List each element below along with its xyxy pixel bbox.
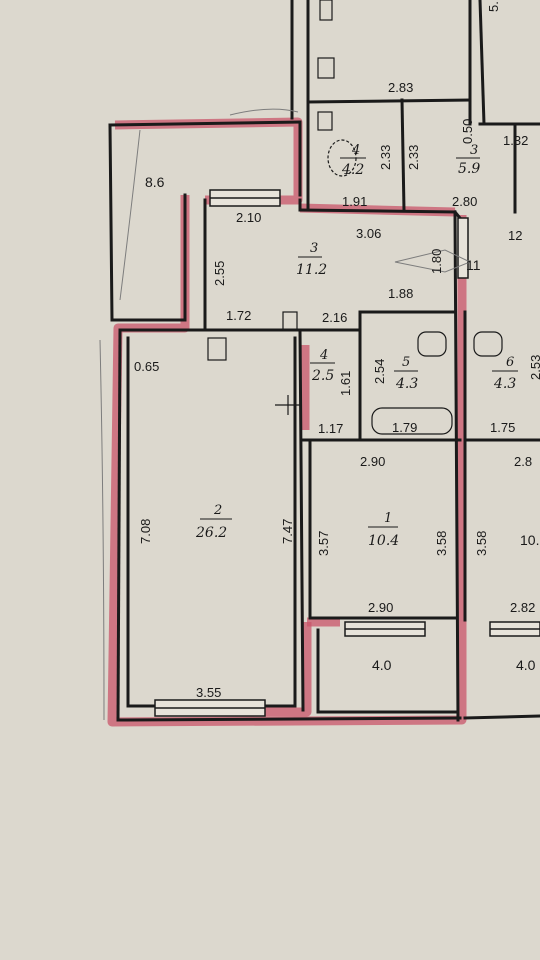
riser-top-icon — [319, 0, 333, 21]
walls — [108, 0, 540, 722]
dim-1-75: 1.75 — [490, 420, 515, 435]
dim-2-8-right: 2.8 — [514, 454, 532, 469]
room-area-top-hall: 5.9 — [458, 161, 480, 177]
dim-2-33-a: 2.33 — [378, 145, 393, 170]
room-area-kitchen: 10.4 — [368, 533, 399, 549]
sink-right-icon — [473, 331, 503, 357]
dim-3-06: 3.06 — [356, 226, 381, 241]
dim-3-57: 3.57 — [316, 531, 331, 556]
dim-2-90-top: 2.90 — [360, 454, 385, 469]
dim-5-top: 5. — [486, 1, 501, 12]
room-area-wc: 2.5 — [311, 368, 334, 384]
room-number-living: 2 — [213, 503, 222, 518]
dim-2-10: 2.10 — [236, 210, 261, 225]
dim-2-54: 2.54 — [372, 359, 387, 384]
dim-1-79: 1.79 — [392, 420, 417, 435]
dim-3-58-b: 3.58 — [474, 531, 489, 556]
room-number-wc: 4 — [319, 348, 328, 363]
dim-7-08: 7.08 — [138, 519, 153, 544]
pencil-marks — [99, 108, 472, 721]
room-number-bath: 5 — [402, 355, 410, 370]
windows — [154, 189, 540, 717]
sink-icon — [417, 331, 447, 357]
dim-2-33-b: 2.33 — [406, 145, 421, 170]
area-kitchen-right: 10. — [520, 532, 539, 548]
room-area-neighbor-bath: 4.3 — [493, 376, 516, 392]
dim-2-82: 2.82 — [510, 600, 535, 615]
dim-0-65: 0.65 — [134, 359, 159, 374]
dim-0-50: 0.50 — [460, 119, 475, 144]
area-loggia-right: 4.0 — [516, 657, 536, 673]
dim-1-80: 1.80 — [429, 249, 444, 274]
dim-7-47: 7.47 — [280, 519, 295, 544]
dim-1-88: 1.88 — [388, 286, 413, 301]
room-number-neighbor-bath: 6 — [506, 355, 514, 370]
area-hall-right: 11 — [466, 257, 481, 273]
room-area-bath: 4.3 — [395, 376, 418, 392]
room-number-kitchen: 1 — [384, 511, 392, 526]
room-area-living: 26.2 — [195, 525, 227, 541]
dim-2-16: 2.16 — [322, 310, 347, 325]
stove-icon — [207, 337, 227, 361]
room-number-top-hall: 3 — [470, 143, 478, 158]
dim-1-91: 1.91 — [342, 194, 367, 209]
area-balcony-top: 8.6 — [145, 174, 165, 190]
dim-2-53: 2.53 — [528, 355, 540, 380]
dim-12: 12 — [508, 228, 522, 243]
dim-1-17: 1.17 — [318, 421, 343, 436]
dim-2-80: 2.80 — [452, 194, 477, 209]
toilet-icon — [317, 111, 333, 131]
dim-1-72: 1.72 — [226, 308, 251, 323]
room-area-top-wc: 4.2 — [341, 162, 364, 178]
dim-3-58-a: 3.58 — [434, 531, 449, 556]
dim-1-32: 1.32 — [503, 133, 528, 148]
dim-3-55: 3.55 — [196, 685, 221, 700]
dim-2-83: 2.83 — [388, 80, 413, 95]
riser-icon — [282, 311, 298, 331]
dim-2-90-bottom: 2.90 — [368, 600, 393, 615]
dim-1-61: 1.61 — [338, 371, 353, 396]
room-labels: 2 26.2 1 10.4 3 11.2 4 2.5 5 4.3 6 4.3 3… — [145, 143, 539, 673]
room-area-hall: 11.2 — [296, 262, 327, 278]
room-number-hall: 3 — [310, 241, 318, 256]
bathtub-icon — [371, 407, 453, 435]
dim-2-55: 2.55 — [212, 261, 227, 286]
dimensions-horizontal: 2.83 1.32 1.91 2.80 2.10 3.06 12 1.72 2.… — [134, 80, 535, 700]
area-loggia: 4.0 — [372, 657, 392, 673]
dimensions-vertical: 0.50 2.33 2.33 2.55 1.80 2.54 2.53 1.61 … — [138, 1, 540, 556]
room-number-top-wc: 4 — [351, 143, 360, 158]
stove-top-icon — [317, 57, 335, 79]
